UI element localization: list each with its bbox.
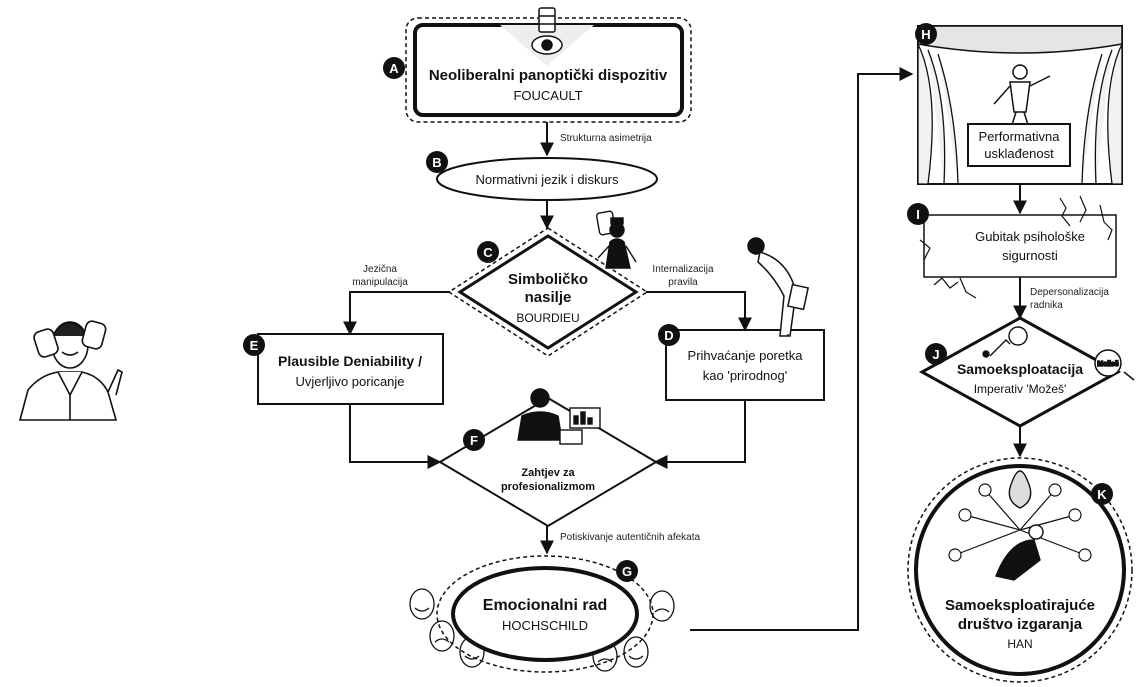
svg-text:A: A — [389, 61, 399, 76]
node-b: Normativni jezik i diskurs — [436, 157, 658, 201]
badge-f: F — [463, 429, 485, 451]
node-j-subtitle: Imperativ 'Možeš' — [974, 382, 1067, 396]
panopticon-tower-icon — [531, 7, 563, 55]
bowing-worker-icon — [747, 237, 810, 337]
node-i-line-2: sigurnosti — [1002, 248, 1058, 263]
badge-a: A — [383, 57, 405, 79]
businessman-icon — [517, 388, 601, 445]
node-c: Simboličko nasilje BOURDIEU — [447, 227, 649, 357]
svg-text:J: J — [932, 347, 939, 362]
svg-text:G: G — [622, 564, 632, 579]
node-c-title-2: nasilje — [525, 289, 572, 306]
node-e-line-1: Plausible Deniability / — [278, 353, 422, 369]
node-f-line-1: Zahtjev za — [521, 467, 575, 479]
badge-h: H — [915, 23, 937, 45]
badge-b: B — [426, 151, 448, 173]
badge-g: G — [616, 560, 638, 582]
edge-c-e — [343, 291, 450, 336]
node-h-line-2: usklađenost — [984, 146, 1054, 161]
node-k-line-2: društvo izgaranja — [958, 616, 1083, 633]
edge-label-ij-2: radnika — [1030, 300, 1063, 311]
svg-text:E: E — [250, 338, 259, 353]
svg-text:K: K — [1097, 487, 1107, 502]
node-a-subtitle: FOUCAULT — [513, 88, 582, 103]
edge-label-cd-1: Internalizacija — [652, 264, 714, 275]
edge-label-fg: Potiskivanje autentičnih afekata — [560, 532, 701, 543]
badge-c: C — [477, 241, 499, 263]
node-h-line-1: Performativna — [979, 129, 1061, 144]
cracks-icon — [919, 195, 1113, 299]
badge-e: E — [243, 334, 265, 356]
node-a-title: Neoliberalni panoptički dispozitiv — [429, 67, 668, 84]
badge-d: D — [658, 324, 680, 346]
edge-label-ab: Strukturna asimetrija — [560, 133, 652, 144]
performer-icon — [993, 64, 1051, 126]
svg-text:B: B — [432, 155, 441, 170]
rock-label: Možeš — [1097, 361, 1119, 368]
edge-label-cd-2: pravila — [668, 277, 698, 288]
node-k: Samoeksploatirajuće društvo izgaranja HA… — [907, 457, 1133, 683]
node-i-line-1: Gubitak psihološke — [975, 229, 1085, 244]
node-a: Neoliberalni panoptički dispozitiv FOUCA… — [405, 7, 692, 123]
node-g-masks — [409, 588, 675, 672]
curtain-right-icon — [1081, 43, 1123, 185]
node-f-line-2: profesionalizmom — [501, 481, 595, 493]
burnout-figure-icon — [995, 470, 1044, 581]
node-j-title: Samoeksploatacija — [957, 361, 1083, 377]
svg-text:C: C — [483, 245, 493, 260]
puppet-master-icon — [595, 210, 637, 269]
node-e-line-2: Uvjerljivo poricanje — [295, 374, 404, 389]
edge-c-d — [646, 291, 752, 332]
edge-e-f — [349, 404, 442, 469]
edge-label-ij-1: Depersonalizacija — [1030, 287, 1109, 298]
node-g: Emocionalni rad HOCHSCHILD — [436, 555, 654, 673]
badge-j: J — [925, 343, 947, 365]
edge-label-ce-1: Jezična — [363, 264, 397, 275]
node-c-title-1: Simboličko — [508, 271, 588, 288]
masked-person-illustration — [18, 320, 123, 421]
node-g-subtitle: HOCHSCHILD — [502, 618, 588, 633]
network-nodes-icon — [948, 483, 1092, 562]
node-b-title: Normativni jezik i diskurs — [475, 172, 619, 187]
node-h-stage: Performativna usklađenost — [917, 25, 1123, 185]
mozes-rock-icon: Možeš — [1094, 349, 1135, 381]
node-d-line-2: kao 'prirodnog' — [703, 368, 787, 383]
curtain-left-icon — [917, 43, 959, 185]
node-c-subtitle: BOURDIEU — [516, 311, 579, 325]
node-d-line-1: Prihvaćanje poretka — [688, 348, 804, 363]
node-e: Plausible Deniability / Uvjerljivo poric… — [257, 333, 444, 405]
edge-label-ce-2: manipulacija — [352, 277, 408, 288]
node-k-line-1: Samoeksploatirajuće — [945, 597, 1095, 614]
badge-k: K — [1091, 483, 1113, 505]
svg-text:I: I — [916, 207, 920, 222]
edge-g-h — [690, 67, 914, 631]
node-d: Prihvaćanje poretka kao 'prirodnog' — [665, 329, 825, 401]
edge-d-f — [653, 400, 746, 469]
node-j: Samoeksploatacija Imperativ 'Možeš' — [918, 316, 1122, 428]
connectors — [343, 67, 1027, 631]
svg-text:F: F — [470, 433, 478, 448]
boulder-pusher-icon — [982, 326, 1028, 358]
badge-i: I — [907, 203, 929, 225]
svg-text:H: H — [921, 27, 930, 42]
node-k-subtitle: HAN — [1007, 637, 1032, 651]
svg-text:D: D — [664, 328, 673, 343]
node-i: Gubitak psihološke sigurnosti — [923, 214, 1117, 278]
node-g-title: Emocionalni rad — [483, 597, 607, 614]
